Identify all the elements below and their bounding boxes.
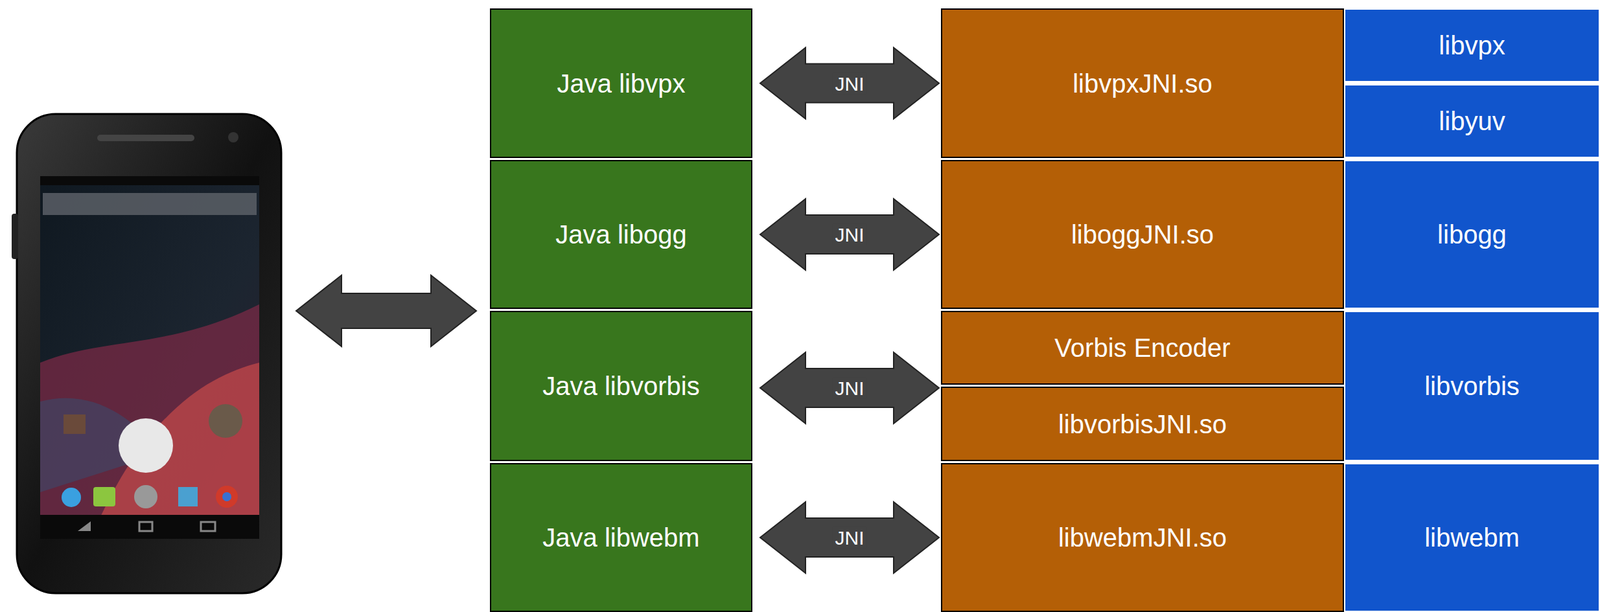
module-box: libogg bbox=[1344, 160, 1600, 310]
module-name: libogg bbox=[1437, 219, 1507, 250]
jni-arrow bbox=[760, 47, 940, 120]
edge-label: JNI bbox=[832, 377, 868, 400]
module-name: Java libogg bbox=[555, 219, 687, 250]
module-name: Java libvorbis bbox=[542, 371, 700, 402]
module-name: libyuv bbox=[1438, 106, 1505, 137]
double-arrow bbox=[296, 275, 477, 347]
module-name: libvpx bbox=[1438, 30, 1505, 61]
module-name: libvpxJNI.so bbox=[1072, 68, 1213, 99]
module-box: libvpxJNI.so bbox=[940, 8, 1345, 159]
module-box: Vorbis Encoder bbox=[940, 311, 1345, 385]
module-name: libwebm bbox=[1424, 522, 1520, 553]
module-name: liboggJNI.so bbox=[1071, 219, 1214, 250]
module-name: libwebmJNI.so bbox=[1058, 522, 1227, 553]
module-box: libyuv bbox=[1344, 84, 1600, 159]
module-name: libvorbisJNI.so bbox=[1058, 409, 1227, 440]
jni-arrow bbox=[760, 198, 940, 271]
module-box: libvorbisJNI.so bbox=[940, 386, 1345, 462]
module-box: libwebm bbox=[1344, 463, 1600, 612]
edge-label: JNI bbox=[832, 72, 868, 94]
module-name: Java libvpx bbox=[557, 68, 686, 99]
module-name: Vorbis Encoder bbox=[1054, 333, 1230, 363]
jni-arrow bbox=[760, 352, 940, 424]
edge-label: JNI bbox=[832, 527, 868, 549]
module-box: Java libogg bbox=[489, 160, 753, 310]
module-box: Java libwebm bbox=[489, 463, 753, 612]
module-box: libwebmJNI.so bbox=[940, 463, 1345, 612]
jni-arrow bbox=[760, 502, 940, 574]
edge-label: JNI bbox=[832, 224, 868, 246]
module-box: Java libvpx bbox=[489, 8, 753, 159]
module-box: Java libvorbis bbox=[489, 311, 753, 462]
module-name: Java libwebm bbox=[542, 522, 700, 553]
module-box: libvpx bbox=[1344, 8, 1600, 83]
module-box: libvorbis bbox=[1344, 311, 1600, 462]
module-name: libvorbis bbox=[1424, 371, 1520, 402]
phone-illustration bbox=[11, 114, 282, 594]
module-box: liboggJNI.so bbox=[940, 160, 1345, 310]
